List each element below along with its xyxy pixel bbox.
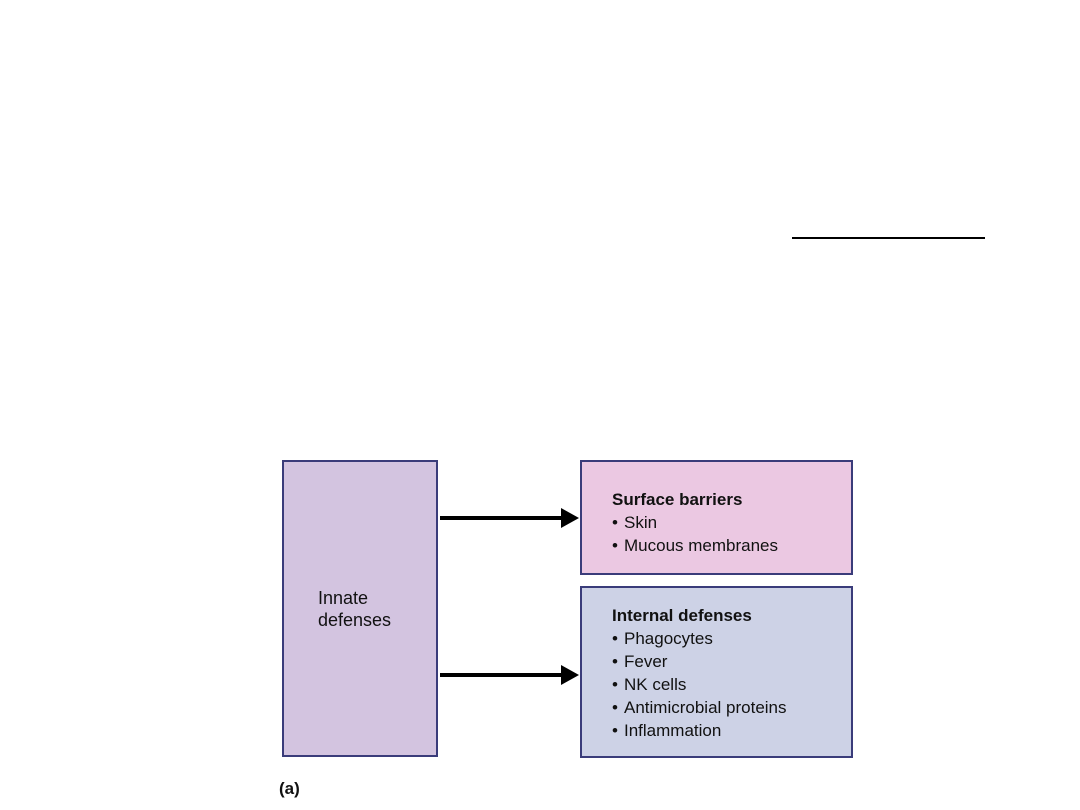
innate-defenses-box: Innate defenses [282, 460, 438, 757]
bullet-icon: • [612, 513, 618, 532]
arrow-head-icon [561, 665, 579, 685]
bullet-icon: • [612, 652, 618, 671]
innate-label-line-1: Innate [318, 588, 369, 608]
surface-barriers-box: Surface barriers • Skin • Mucous membranes [580, 460, 853, 575]
list-item: • NK cells [612, 673, 787, 696]
list-item: • Antimicrobial proteins [612, 696, 787, 719]
bullet-icon: • [612, 536, 618, 555]
internal-defenses-box: Internal defenses • Phagocytes • Fever • NK… [580, 586, 853, 758]
innate-label-line-2: defenses [318, 610, 392, 630]
surface-barriers-content: Surface barriers • Skin • Mucous membranes [612, 488, 778, 557]
arrow-to-internal-defenses [440, 665, 579, 685]
bullet-icon: • [612, 629, 618, 648]
arrow-head-icon [561, 508, 579, 528]
surface-barriers-list: • Skin • Mucous membranes [612, 511, 778, 557]
decorative-rule-line [792, 237, 985, 239]
arrow-shaft [440, 516, 562, 520]
arrow-to-surface-barriers [440, 508, 579, 528]
internal-defenses-list: • Phagocytes • Fever • NK cells • Antimicrob… [612, 627, 787, 742]
list-item: • Mucous membranes [612, 534, 778, 557]
innate-defenses-label: Innate defenses [318, 587, 391, 631]
list-item-text: Skin [624, 513, 658, 532]
list-item-text: Inflammation [624, 721, 722, 740]
list-item-text: Mucous membranes [624, 536, 779, 555]
bullet-icon: • [612, 721, 618, 740]
surface-barriers-title: Surface barriers [612, 490, 743, 509]
arrow-shaft [440, 673, 562, 677]
list-item: • Skin [612, 511, 778, 534]
panel-label: (a) [279, 779, 300, 798]
list-item-text: Fever [624, 652, 668, 671]
list-item: • Fever [612, 650, 787, 673]
list-item: • Inflammation [612, 719, 787, 742]
list-item-text: Phagocytes [624, 629, 713, 648]
bullet-icon: • [612, 675, 618, 694]
list-item-text: Antimicrobial proteins [624, 698, 787, 717]
internal-defenses-title: Internal defenses [612, 606, 752, 625]
list-item-text: NK cells [624, 675, 687, 694]
bullet-icon: • [612, 698, 618, 717]
internal-defenses-content: Internal defenses • Phagocytes • Fever • NK… [612, 604, 787, 742]
list-item: • Phagocytes [612, 627, 787, 650]
